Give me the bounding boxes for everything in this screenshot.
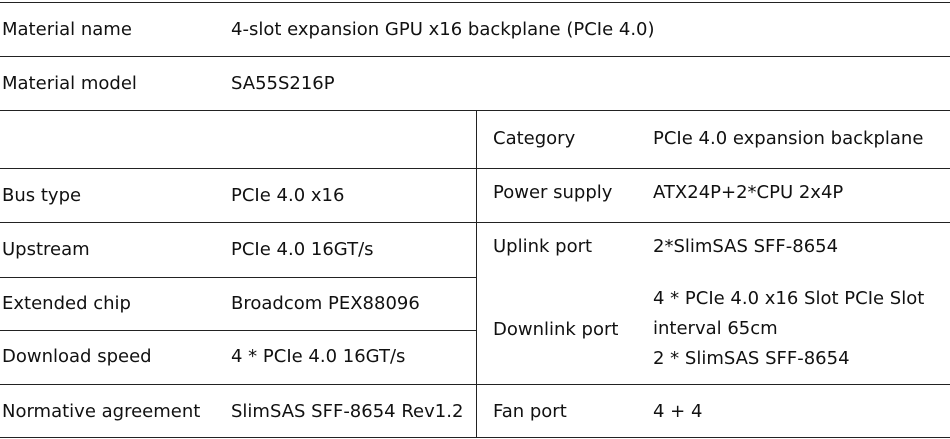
downlink-port-label: Downlink port — [493, 319, 619, 340]
row-divider — [0, 222, 950, 223]
upstream-value: PCIe 4.0 16GT/s — [231, 239, 374, 260]
power-supply-label: Power supply — [493, 182, 613, 203]
extended-chip-label: Extended chip — [2, 293, 131, 314]
row-divider — [0, 110, 950, 111]
row-divider — [0, 330, 476, 331]
upstream-label: Upstream — [2, 239, 90, 260]
material-model-value: SA55S216P — [231, 73, 335, 94]
row-divider — [0, 56, 950, 57]
column-divider — [476, 110, 477, 437]
material-name-value: 4-slot expansion GPU x16 backplane (PCIe… — [231, 19, 655, 40]
downlink-port-value-line: 4 * PCIe 4.0 x16 Slot PCIe Slot — [653, 288, 925, 309]
downlink-port-value-line: interval 65cm — [653, 318, 778, 339]
downlink-port-value: 4 * PCIe 4.0 x16 Slot PCIe Slot interval… — [653, 284, 924, 374]
table-bottom-border — [0, 437, 950, 438]
download-speed-label: Download speed — [2, 346, 152, 367]
download-speed-value: 4 * PCIe 4.0 16GT/s — [231, 346, 406, 367]
uplink-port-label: Uplink port — [493, 236, 593, 257]
row-divider — [0, 384, 950, 385]
fan-port-value: 4 + 4 — [653, 401, 703, 422]
fan-port-label: Fan port — [493, 401, 567, 422]
normative-agreement-label: Normative agreement — [2, 401, 201, 422]
extended-chip-value: Broadcom PEX88096 — [231, 293, 420, 314]
row-divider — [0, 277, 476, 278]
row-divider — [0, 168, 950, 169]
power-supply-value: ATX24P+2*CPU 2x4P — [653, 182, 844, 203]
downlink-port-value-line: 2 * SlimSAS SFF-8654 — [653, 348, 850, 369]
category-value: PCIe 4.0 expansion backplane — [653, 128, 924, 149]
material-model-label: Material model — [2, 73, 137, 94]
normative-agreement-value: SlimSAS SFF-8654 Rev1.2 — [231, 401, 464, 422]
bus-type-value: PCIe 4.0 x16 — [231, 185, 345, 206]
uplink-port-value: 2*SlimSAS SFF-8654 — [653, 236, 839, 257]
table-top-border — [0, 2, 950, 3]
material-name-label: Material name — [2, 19, 132, 40]
category-label: Category — [493, 128, 576, 149]
bus-type-label: Bus type — [2, 185, 82, 206]
